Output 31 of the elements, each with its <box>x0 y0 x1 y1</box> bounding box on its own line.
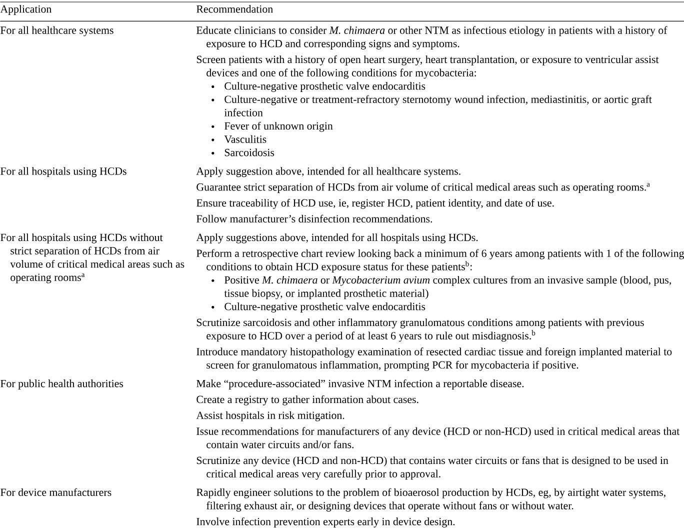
table-cell: Recommendation <box>196 5 273 13</box>
table-cell: Create a registry to gather information about cases. <box>196 395 418 406</box>
table-cell: Guarantee strict separation of HCDs from air volume of critical medical areas such as operating rooms.$^{a}$ <box>196 182 650 193</box>
table-cell: For all healthcare systems <box>0 26 114 36</box>
bullet-item: Positive M. chimaera or Mycobacterium avium complex cultures from an invasive sample (blood, pus, tissue biopsy, or implanted prosthetic material) <box>212 276 671 300</box>
table-cell: For all hospitals using HCDs without strict separation of HCDs from air volume of critical medical areas such as operating rooms$^{a}$ <box>0 233 184 284</box>
table-cell: Scrutinize sarcoidosis and other inflammatory granulomatous conditions among patients with previous exposure to HCD over a period of at least 6 years to rule out misdiagnosis.$^{b}$ <box>196 318 644 342</box>
table-cell: Scrutinize any device (HCD and non-HCD) that contains water circuits or fans that is designed to be used in critical medical areas very carefully prior to approval. <box>196 456 668 480</box>
table-cell: Educate clinicians to consider M. chimaera or other NTM as infectious etiology in patients with a history of exposure to HCD and corresponding signs and symptoms. <box>196 26 668 50</box>
table-cell: Introduce mandatory histopathology examination of resected cardiac tissue and foreign implanted material to screen for granulomatous inflammation, prompting PCR for mycobacteria if positive. <box>196 348 672 371</box>
table-cell: Rapidly engineer solutions to the problem of bioaerosol production by HCDs, eg, by airtight water systems, filtering exhaust air, or designing devices that operate without fans or without water. <box>196 488 666 512</box>
bullet-item: Vasculitis <box>212 135 266 143</box>
table-cell: Issue recommendations for manufacturers of any device (HCD or non-HCD) used in critical medical areas that contain water circuits and/or fans. <box>196 427 680 448</box>
table-cell: Apply suggestions above, intended for all hospitals using HCDs. <box>196 233 478 244</box>
bullet-item: Culture-negative prosthetic valve endocarditis <box>212 302 426 312</box>
table-cell: Ensure traceability of HCD use, ie, register HCD, patient identity, and date of use. <box>196 198 554 209</box>
table-cell: Involve infection prevention experts early in device design. <box>196 517 455 528</box>
table-cell: Application <box>0 5 52 15</box>
bullet-item: Sarcoidosis <box>212 148 274 156</box>
table-cell: For all hospitals using HCDs <box>0 167 126 178</box>
table-cell: For public health authorities <box>0 380 124 390</box>
table-cell: Make “procedure-associated” invasive NTM infection a reportable disease. <box>196 379 524 390</box>
table-cell: Assist hospitals in risk mitigation. <box>196 411 344 422</box>
table-cell: Screen patients with a history of open heart surgery, heart transplantation, or exposure to ventricular assist devices and one of the following conditions for mycobacteria: <box>196 55 659 79</box>
bullet-item: Fever of unknown origin <box>212 122 333 132</box>
table-cell: Follow manufacturer’s disinfection recommendations. <box>196 214 432 223</box>
table-cell: Apply suggestion above, intended for all healthcare systems. <box>196 167 460 178</box>
bullet-item: Culture-negative or treatment-refractory sternotomy wound infection, mediastinitis, or aortic graft infection <box>212 95 652 116</box>
bullet-item: Culture-negative prosthetic valve endocarditis <box>212 82 426 92</box>
table-cell: For device manufacturers <box>0 488 112 496</box>
table-cell: Perform a retrospective chart review looking back a minimum of 6 years among patients with 1 of the following conditions to obtain HCD exposure status for these patients$^{b}$: <box>196 249 684 273</box>
